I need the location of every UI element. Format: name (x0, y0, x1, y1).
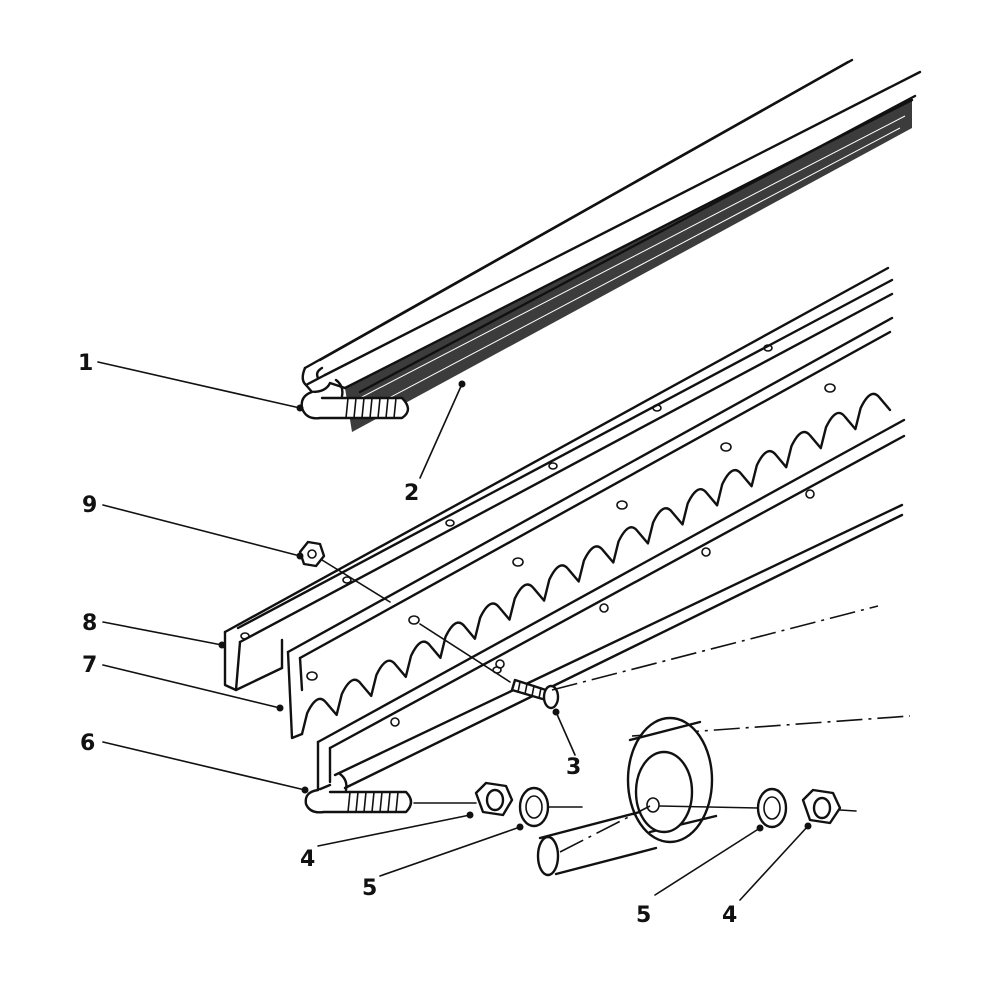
callout-6: 6 (80, 731, 95, 756)
angle-strip-holes (240, 344, 773, 640)
callout-4-right: 4 (722, 903, 737, 928)
callout-9: 9 (82, 493, 97, 518)
callout-5-right: 5 (636, 903, 651, 928)
angle-strip (223, 266, 894, 692)
brush-assembly (301, 58, 922, 432)
lock-washer-right (659, 787, 788, 829)
knife-bar-holes (306, 383, 836, 681)
screw (419, 623, 560, 710)
hook-bolt-lower (304, 772, 413, 814)
callout-4-left: 4 (300, 847, 315, 872)
hook-bolt-upper (300, 378, 410, 420)
callout-3: 3 (566, 755, 581, 780)
brush-bristles (345, 100, 912, 432)
bolt-thread-upper (345, 397, 397, 419)
hex-nut-upper (298, 540, 391, 603)
callout-2: 2 (404, 481, 419, 506)
lower-channel-holes (390, 489, 815, 727)
callout-1: 1 (78, 351, 93, 376)
callout-8: 8 (82, 611, 97, 636)
nut-right (801, 788, 857, 825)
leader-lines (97, 361, 812, 901)
lower-channel (316, 418, 906, 792)
lock-washer-left (518, 786, 583, 828)
bolt-thread-lower (347, 791, 399, 813)
callout-7: 7 (82, 653, 97, 678)
callout-5-left: 5 (362, 876, 377, 901)
callouts: 1 2 3 4 5 5 4 6 7 8 9 (78, 351, 737, 928)
shaft-roller (536, 605, 911, 877)
nut-left (413, 781, 514, 817)
toothed-knife-bar (286, 316, 894, 740)
